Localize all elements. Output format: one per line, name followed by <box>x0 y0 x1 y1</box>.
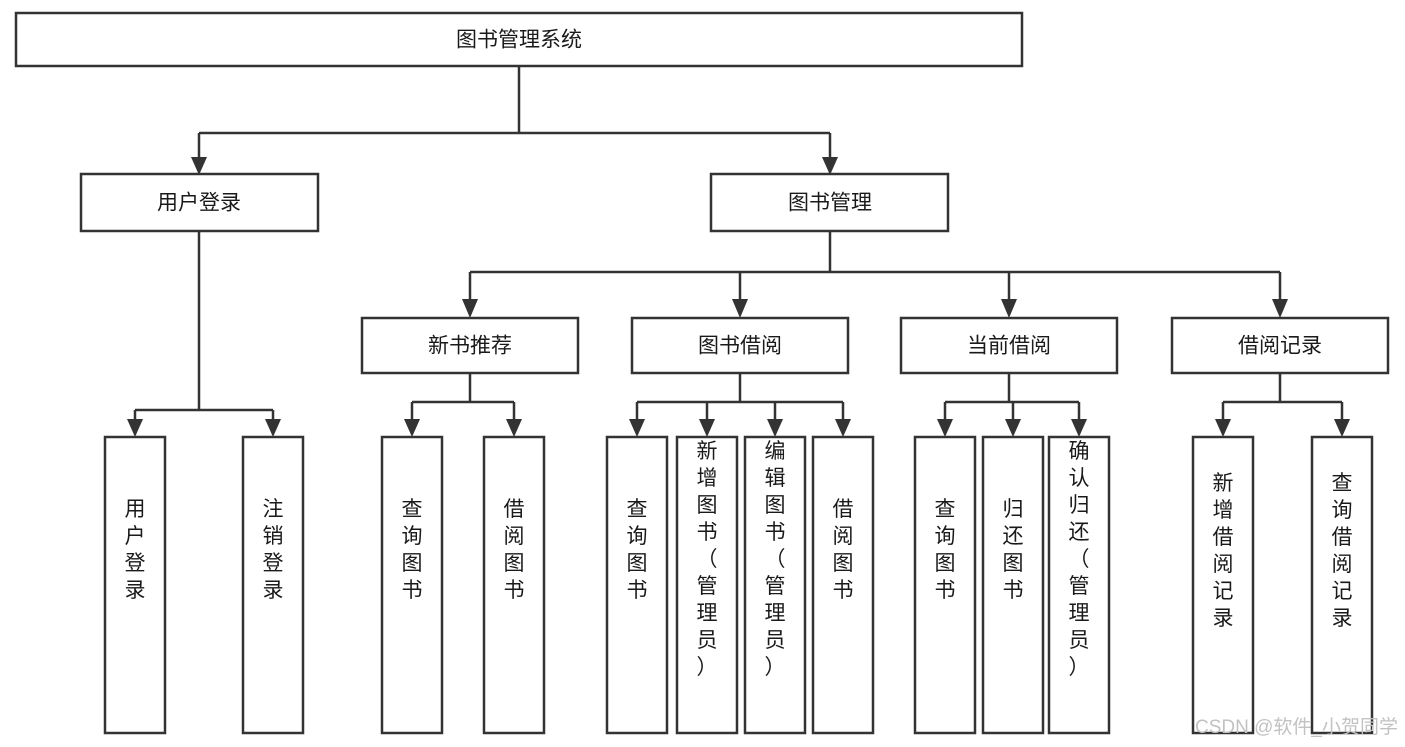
leaf-box-currentborrow-return[interactable] <box>981 435 1045 735</box>
arrow-head-to-book-borrow <box>732 299 748 318</box>
leaf-node-borrowrecord-add[interactable]: 新增借阅记录 <box>1191 435 1255 735</box>
leaf-node-newbook-query[interactable]: 查询图书 <box>380 435 444 735</box>
root-node-box[interactable] <box>14 11 1024 68</box>
arrow-head-bookborrow-leaf-2 <box>699 419 715 437</box>
borrow-record-node-label: 借阅记录 <box>1238 335 1322 358</box>
arrow-head-borrowrecord-leaf-2 <box>1334 419 1350 437</box>
arrow-head-to-current-borrow <box>1001 299 1017 318</box>
root-node-label: 图书管理系统 <box>456 29 582 52</box>
arrow-head-currentborrow-leaf-3 <box>1071 419 1087 437</box>
leaf-label-currentborrow-return: 归还图书 <box>1003 498 1024 602</box>
leaf-node-bookborrow-borrow[interactable]: 借阅图书 <box>811 435 875 735</box>
node-book-borrow[interactable]: 图书借阅 <box>630 316 850 375</box>
node-current-borrow[interactable]: 当前借阅 <box>899 316 1119 375</box>
leaf-label-bookborrow-add: 新增图书（管理员） <box>697 440 718 679</box>
leaf-node-newbook-borrow[interactable]: 借阅图书 <box>482 435 546 735</box>
leaf-node-bookborrow-query[interactable]: 查询图书 <box>605 435 669 735</box>
arrow-head-newbook-leaf-2 <box>506 419 522 437</box>
leaf-box-currentborrow-confirm[interactable] <box>1047 435 1111 735</box>
leaf-label-borrowrecord-query: 查询借阅记录 <box>1332 472 1353 630</box>
borrow-record-node-box[interactable] <box>1170 316 1390 375</box>
leaf-box-bookborrow-borrow[interactable] <box>811 435 875 735</box>
leaf-node-currentborrow-return[interactable]: 归还图书 <box>981 435 1045 735</box>
current-borrow-node-label: 当前借阅 <box>967 335 1051 358</box>
leaf-box-newbook-query[interactable] <box>380 435 444 735</box>
leaf-box-borrowrecord-add[interactable] <box>1191 435 1255 735</box>
leaf-node-borrowrecord-query[interactable]: 查询借阅记录 <box>1310 435 1374 735</box>
new-book-recommend-node-label: 新书推荐 <box>428 335 512 358</box>
leaf-box-user-logout[interactable] <box>241 435 305 735</box>
leaf-box-bookborrow-edit[interactable] <box>743 435 807 735</box>
leaf-label-currentborrow-query: 查询图书 <box>935 498 956 602</box>
leaf-node-bookborrow-add[interactable]: 新增图书（管理员） <box>675 435 739 735</box>
book-borrow-node-label: 图书借阅 <box>698 335 782 358</box>
book-borrow-node-box[interactable] <box>630 316 850 375</box>
arrow-head-newbook-leaf-1 <box>404 419 420 437</box>
leaf-node-currentborrow-confirm[interactable]: 确认归还（管理员） <box>1047 435 1111 735</box>
node-borrow-record[interactable]: 借阅记录 <box>1170 316 1390 375</box>
leaf-label-bookborrow-borrow: 借阅图书 <box>833 498 854 602</box>
leaf-label-bookborrow-edit: 编辑图书（管理员） <box>765 440 786 679</box>
arrow-head-to-borrow-record <box>1272 299 1288 318</box>
arrow-head-currentborrow-leaf-2 <box>1005 419 1021 437</box>
arrow-head-borrowrecord-leaf-1 <box>1215 419 1231 437</box>
leaf-label-currentborrow-confirm: 确认归还（管理员） <box>1069 440 1090 679</box>
leaf-label-borrowrecord-add: 新增借阅记录 <box>1213 472 1234 630</box>
leaf-label-newbook-borrow: 借阅图书 <box>504 498 525 602</box>
book-management-node-label: 图书管理 <box>788 192 872 215</box>
leaf-label-bookborrow-query: 查询图书 <box>627 498 648 602</box>
leaf-label-user-logout: 注销登录 <box>263 498 284 602</box>
arrow-head-login-leaf-1 <box>127 419 143 437</box>
leaf-node-currentborrow-query[interactable]: 查询图书 <box>913 435 977 735</box>
arrow-head-bookborrow-leaf-4 <box>835 419 851 437</box>
current-borrow-node-box[interactable] <box>899 316 1119 375</box>
node-book-management[interactable]: 图书管理 <box>709 172 950 233</box>
csdn-watermark: CSDN @软件_小贺同学 <box>1195 716 1398 738</box>
leaf-box-user-login[interactable] <box>103 435 167 735</box>
leaf-label-user-login: 用户登录 <box>125 498 146 602</box>
leaf-node-user-login-login[interactable]: 用户登录 <box>103 435 167 735</box>
user-login-node-label: 用户登录 <box>157 192 241 215</box>
leaf-box-currentborrow-query[interactable] <box>913 435 977 735</box>
leaf-label-newbook-query: 查询图书 <box>402 498 423 602</box>
leaf-node-user-logout[interactable]: 注销登录 <box>241 435 305 735</box>
leaf-box-newbook-borrow[interactable] <box>482 435 546 735</box>
node-root-system[interactable]: 图书管理系统 <box>14 11 1024 68</box>
new-book-recommend-node-box[interactable] <box>360 316 580 375</box>
leaf-box-bookborrow-query[interactable] <box>605 435 669 735</box>
arrow-head-bookborrow-leaf-3 <box>767 419 783 437</box>
arrow-head-to-user-login <box>191 157 207 175</box>
arrow-head-to-book-management <box>822 157 838 175</box>
arrow-head-login-leaf-2 <box>265 419 281 437</box>
leaf-node-bookborrow-edit[interactable]: 编辑图书（管理员） <box>743 435 807 735</box>
leaf-box-bookborrow-add[interactable] <box>675 435 739 735</box>
node-new-book-recommend[interactable]: 新书推荐 <box>360 316 580 375</box>
arrow-head-to-new-book <box>462 299 478 318</box>
arrow-head-currentborrow-leaf-1 <box>937 419 953 437</box>
node-user-login[interactable]: 用户登录 <box>79 172 320 233</box>
book-management-node-box[interactable] <box>709 172 950 233</box>
leaf-box-borrowrecord-query[interactable] <box>1310 435 1374 735</box>
arrow-head-bookborrow-leaf-1 <box>629 419 645 437</box>
